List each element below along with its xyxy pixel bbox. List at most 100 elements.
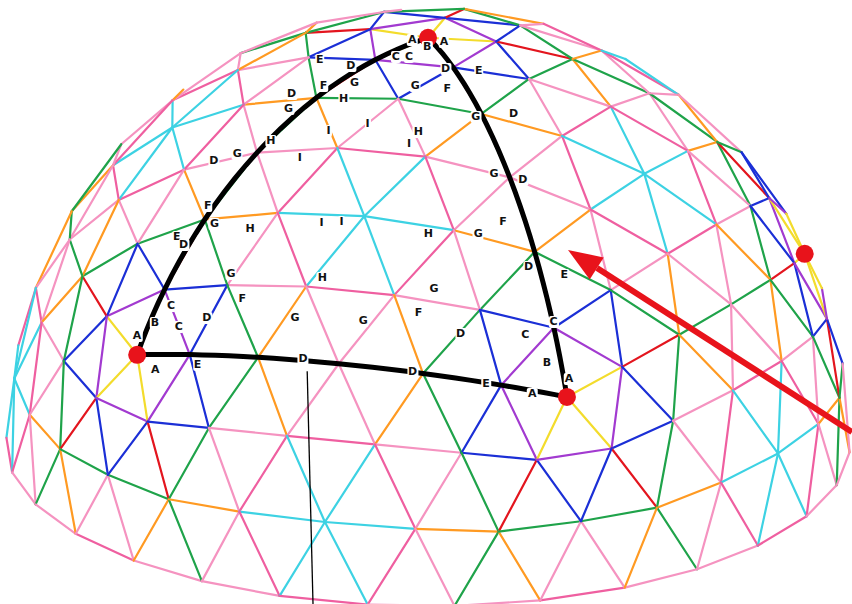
strut — [611, 107, 688, 151]
strut — [108, 475, 169, 499]
strut — [415, 453, 461, 529]
strut — [721, 453, 778, 482]
strut-label: G — [289, 312, 300, 324]
strut-label: H — [317, 272, 328, 284]
strut — [673, 335, 679, 421]
strut — [591, 174, 645, 210]
strut — [384, 9, 464, 12]
strut — [496, 41, 572, 59]
strut — [239, 512, 325, 522]
strut — [581, 521, 625, 587]
strut — [731, 280, 770, 305]
strut — [733, 361, 782, 390]
strut — [30, 322, 42, 414]
strut-label: D — [208, 155, 219, 167]
strut — [843, 364, 850, 453]
strut — [454, 600, 540, 604]
strut — [731, 304, 733, 390]
strut — [769, 198, 804, 254]
strut — [148, 422, 209, 428]
strut — [184, 105, 244, 170]
strut-label: I — [338, 216, 344, 228]
strut — [209, 357, 258, 428]
strut — [554, 328, 622, 367]
strut — [173, 70, 238, 100]
strut — [805, 254, 827, 319]
strut — [688, 151, 751, 206]
strut-label: D — [508, 108, 519, 120]
strut-label: A — [439, 36, 450, 48]
strut — [612, 367, 623, 449]
strut-label: A — [564, 373, 575, 385]
strut-label: G — [488, 168, 499, 180]
strut-label: A — [407, 34, 418, 46]
strut-label: G — [349, 77, 360, 89]
strut — [778, 361, 782, 453]
strut — [42, 240, 70, 323]
strut-label: I — [406, 138, 412, 150]
strut — [679, 335, 733, 391]
strut — [649, 93, 687, 151]
strut-label: C — [548, 316, 558, 328]
strut — [108, 422, 148, 475]
strut — [540, 521, 581, 600]
strut — [173, 53, 241, 100]
strut — [480, 252, 535, 310]
strut — [113, 165, 119, 200]
strut — [138, 244, 165, 290]
strut — [837, 398, 840, 485]
pointer-arrow — [568, 250, 852, 432]
strut — [238, 70, 244, 105]
strut — [82, 200, 118, 276]
leader-line — [307, 371, 313, 604]
strut-label: F — [498, 216, 508, 228]
strut-label: F — [203, 200, 213, 212]
strut — [537, 460, 581, 521]
strut-label: E — [481, 378, 491, 390]
strut — [717, 142, 741, 152]
strut — [462, 453, 499, 532]
strut-label: G — [226, 268, 237, 280]
strut — [36, 504, 76, 533]
strut — [384, 10, 401, 12]
strut — [480, 310, 501, 385]
strut-label: B — [150, 317, 160, 329]
strut — [375, 374, 423, 445]
strut — [384, 12, 445, 18]
strut — [169, 428, 209, 499]
strut — [827, 319, 843, 364]
strut — [602, 51, 626, 59]
strut — [602, 51, 679, 95]
strut-label: I — [297, 152, 303, 164]
strut-label: E — [474, 65, 484, 77]
strut — [716, 206, 750, 224]
strut-label: C — [520, 329, 530, 341]
strut — [36, 288, 42, 323]
strut-label: B — [422, 41, 432, 53]
strut-label: D — [517, 174, 528, 186]
strut — [64, 316, 107, 361]
strut — [529, 79, 611, 107]
strut — [227, 285, 306, 286]
hub-dot — [796, 245, 814, 263]
strut — [481, 114, 562, 136]
strut — [280, 522, 325, 596]
strut — [554, 290, 611, 328]
face-edge — [428, 38, 567, 397]
strut — [30, 415, 60, 449]
strut-label: E — [193, 359, 203, 371]
strut — [697, 546, 758, 570]
strut — [622, 367, 673, 421]
strut — [668, 254, 731, 305]
strut — [520, 24, 543, 26]
strut — [165, 290, 190, 355]
strut — [337, 99, 398, 148]
strut — [423, 310, 480, 374]
strut — [673, 421, 721, 483]
strut — [364, 216, 454, 230]
strut — [202, 581, 280, 596]
strut-label: D — [440, 63, 451, 75]
strut — [425, 157, 453, 231]
face-outline — [137, 38, 567, 397]
